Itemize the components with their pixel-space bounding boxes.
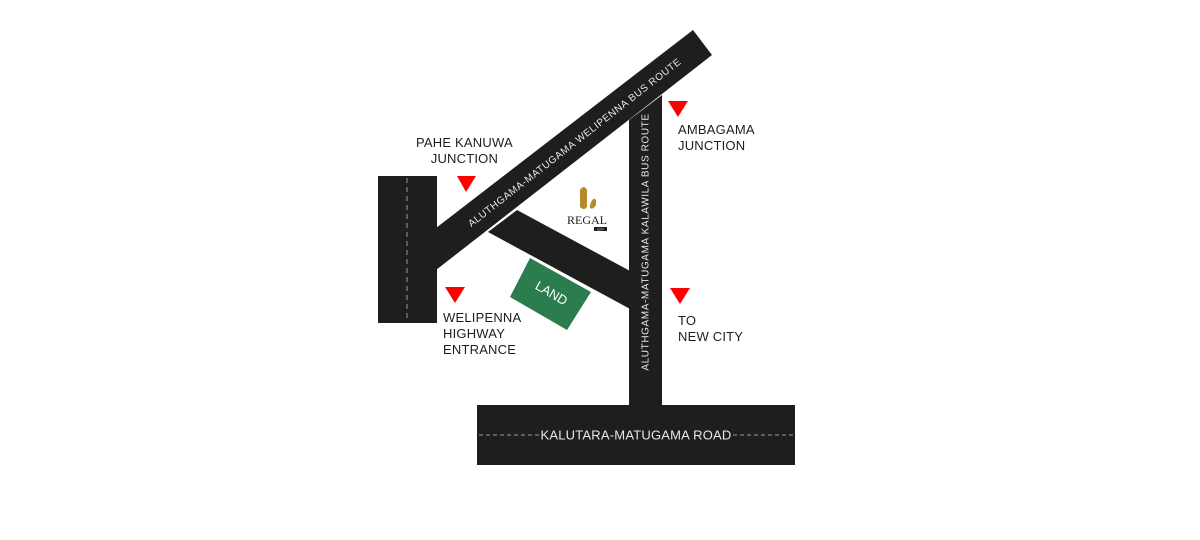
label-welipenna: WELIPENNA HIGHWAY ENTRANCE bbox=[443, 310, 521, 358]
label-ambagama: AMBAGAMA JUNCTION bbox=[678, 122, 755, 154]
label-new-city: TO NEW CITY bbox=[678, 313, 743, 345]
branch-road bbox=[488, 210, 632, 310]
vertical-road bbox=[629, 95, 662, 406]
land-parcel[interactable] bbox=[510, 258, 591, 330]
label-line: HIGHWAY bbox=[443, 326, 506, 341]
label-pahe-kanuwa: PAHE KANUWA JUNCTION bbox=[416, 135, 513, 167]
label-line: ENTRANCE bbox=[443, 342, 517, 357]
label-line: TO bbox=[678, 313, 697, 328]
label-line: PAHE KANUWA bbox=[416, 135, 513, 150]
vertical-road-label: ALUTHGAMA-MATUGAMA KALAWILA BUS ROUTE bbox=[641, 113, 652, 370]
marker-new-city-icon bbox=[670, 288, 690, 304]
label-line: JUNCTION bbox=[430, 151, 499, 166]
regal-logo-icon: REGAL CITY bbox=[567, 187, 607, 232]
diagonal-road bbox=[436, 30, 712, 270]
marker-welipenna-icon bbox=[445, 287, 465, 303]
bottom-road-label: KALUTARA-MATUGAMA ROAD bbox=[541, 427, 732, 442]
marker-ambagama-icon bbox=[668, 101, 688, 117]
label-line: WELIPENNA bbox=[443, 310, 522, 325]
label-line: AMBAGAMA bbox=[678, 122, 755, 137]
logo-sub: CITY bbox=[597, 228, 604, 232]
label-line: JUNCTION bbox=[678, 138, 746, 153]
marker-pahe-kanuwa-icon bbox=[457, 176, 476, 192]
logo-name: REGAL bbox=[567, 213, 607, 227]
label-line: NEW CITY bbox=[678, 329, 744, 344]
